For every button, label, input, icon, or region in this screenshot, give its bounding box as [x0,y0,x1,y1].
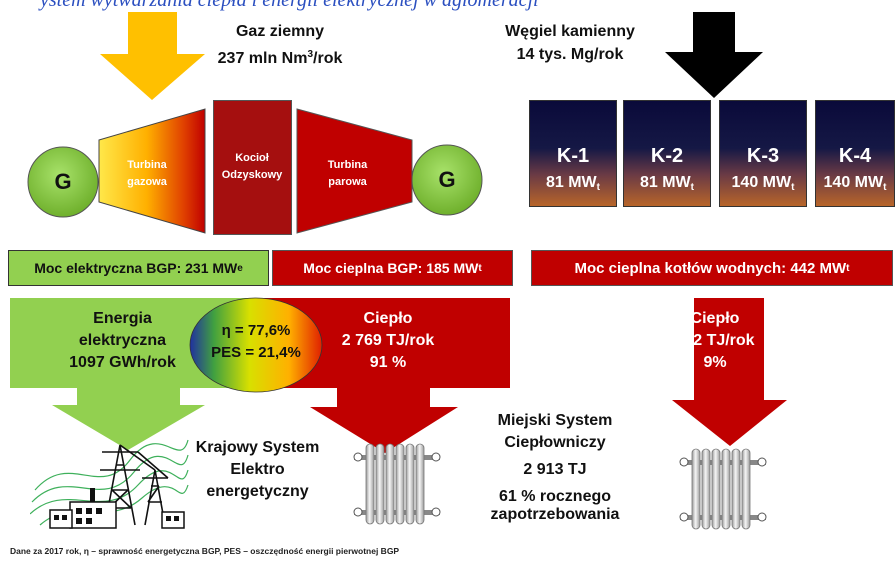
boiler-k2: K-2 81 MWt [623,100,711,207]
efficiency-eta: η = 77,6% [221,322,291,339]
gas-turbine-shape [98,108,206,234]
boiler-k1: K-1 81 MWt [529,100,617,207]
gas-label: Gaz ziemny 237 mln Nm3/rok [190,20,370,70]
efficiency-label: η = 77,6% PES = 21,4% [195,320,317,364]
generator-left-label: G [54,169,72,194]
efficiency-pes: PES = 21,4% [211,344,301,361]
generator-right-icon [411,144,483,216]
gas-name: Gaz ziemny [235,23,325,40]
msc-label: Miejski System Ciepłowniczy 2 913 TJ 61 … [490,412,620,523]
boilers-heat-arrow [668,298,787,446]
electric-energy-label: Energia elektryczna 1097 GWh/rok [69,310,176,371]
efficiency-ellipse [189,297,323,393]
coal-name: Węgiel kamienny [505,23,635,40]
radiator-left-icon [353,443,441,525]
generator-left-icon [27,146,99,218]
generator-right-label: G [438,167,456,192]
radiator-right-icon [679,448,767,530]
footnote: Dane za 2017 rok, η – sprawność energety… [10,546,400,556]
coal-amount: 14 tys. Mg/rok [516,46,624,63]
coal-label: Węgiel kamienny 14 tys. Mg/rok [480,20,660,66]
gas-input-arrow [100,12,205,100]
bgp-heat-label: Ciepło 2 769 TJ/rok 91 % [341,310,435,371]
power-grid-illustration [30,439,189,529]
top-title: ystem wytwarzania ciepła i energii elekt… [40,0,539,11]
boiler-k4: K-4 140 MWt [815,100,895,207]
recovery-boiler [213,100,292,235]
boiler-k3: K-3 140 MWt [719,100,807,207]
coal-input-arrow [665,12,763,98]
ksee-label: Krajowy System Elektro energetyczny [195,439,320,500]
steam-turbine-shape [296,108,413,234]
gas-amount: 237 mln Nm3/rok [217,49,343,67]
boilers-heat-label: Ciepło 282 TJ/rok 9% [675,310,755,371]
